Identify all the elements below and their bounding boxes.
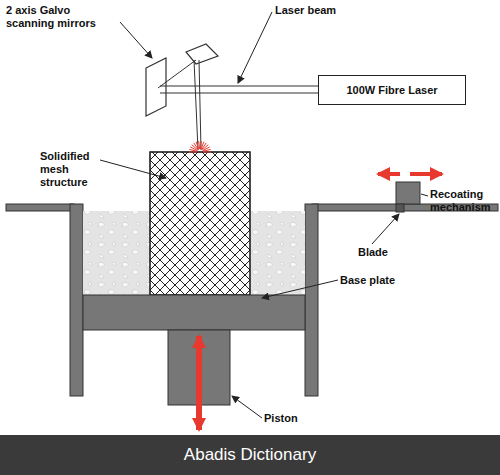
part-label: Solidified mesh structure bbox=[40, 150, 102, 189]
mirror-label: 2 axis Galvo scanning mirrors bbox=[6, 4, 121, 30]
watermark-band: Abadis Dictionary bbox=[0, 435, 500, 475]
laser-spark bbox=[203, 149, 211, 151]
piston-label: Piston bbox=[264, 412, 324, 425]
machine bbox=[6, 12, 498, 430]
node-text: 100W Fibre Laser bbox=[346, 84, 437, 96]
laser-spark bbox=[203, 147, 210, 151]
plate-label: Base plate bbox=[340, 274, 430, 287]
laser-spark bbox=[196, 142, 199, 149]
beam-label: Laser beam bbox=[275, 4, 395, 17]
laser-spark bbox=[189, 152, 197, 153]
laser-spark bbox=[198, 141, 200, 149]
laser-spark bbox=[203, 152, 211, 153]
recoater-label: Recoating mechanism bbox=[430, 188, 496, 214]
laser-box: 100W Fibre Laser bbox=[318, 75, 466, 105]
blade-label: Blade bbox=[358, 246, 418, 259]
node-text: Abadis Dictionary bbox=[0, 445, 500, 465]
